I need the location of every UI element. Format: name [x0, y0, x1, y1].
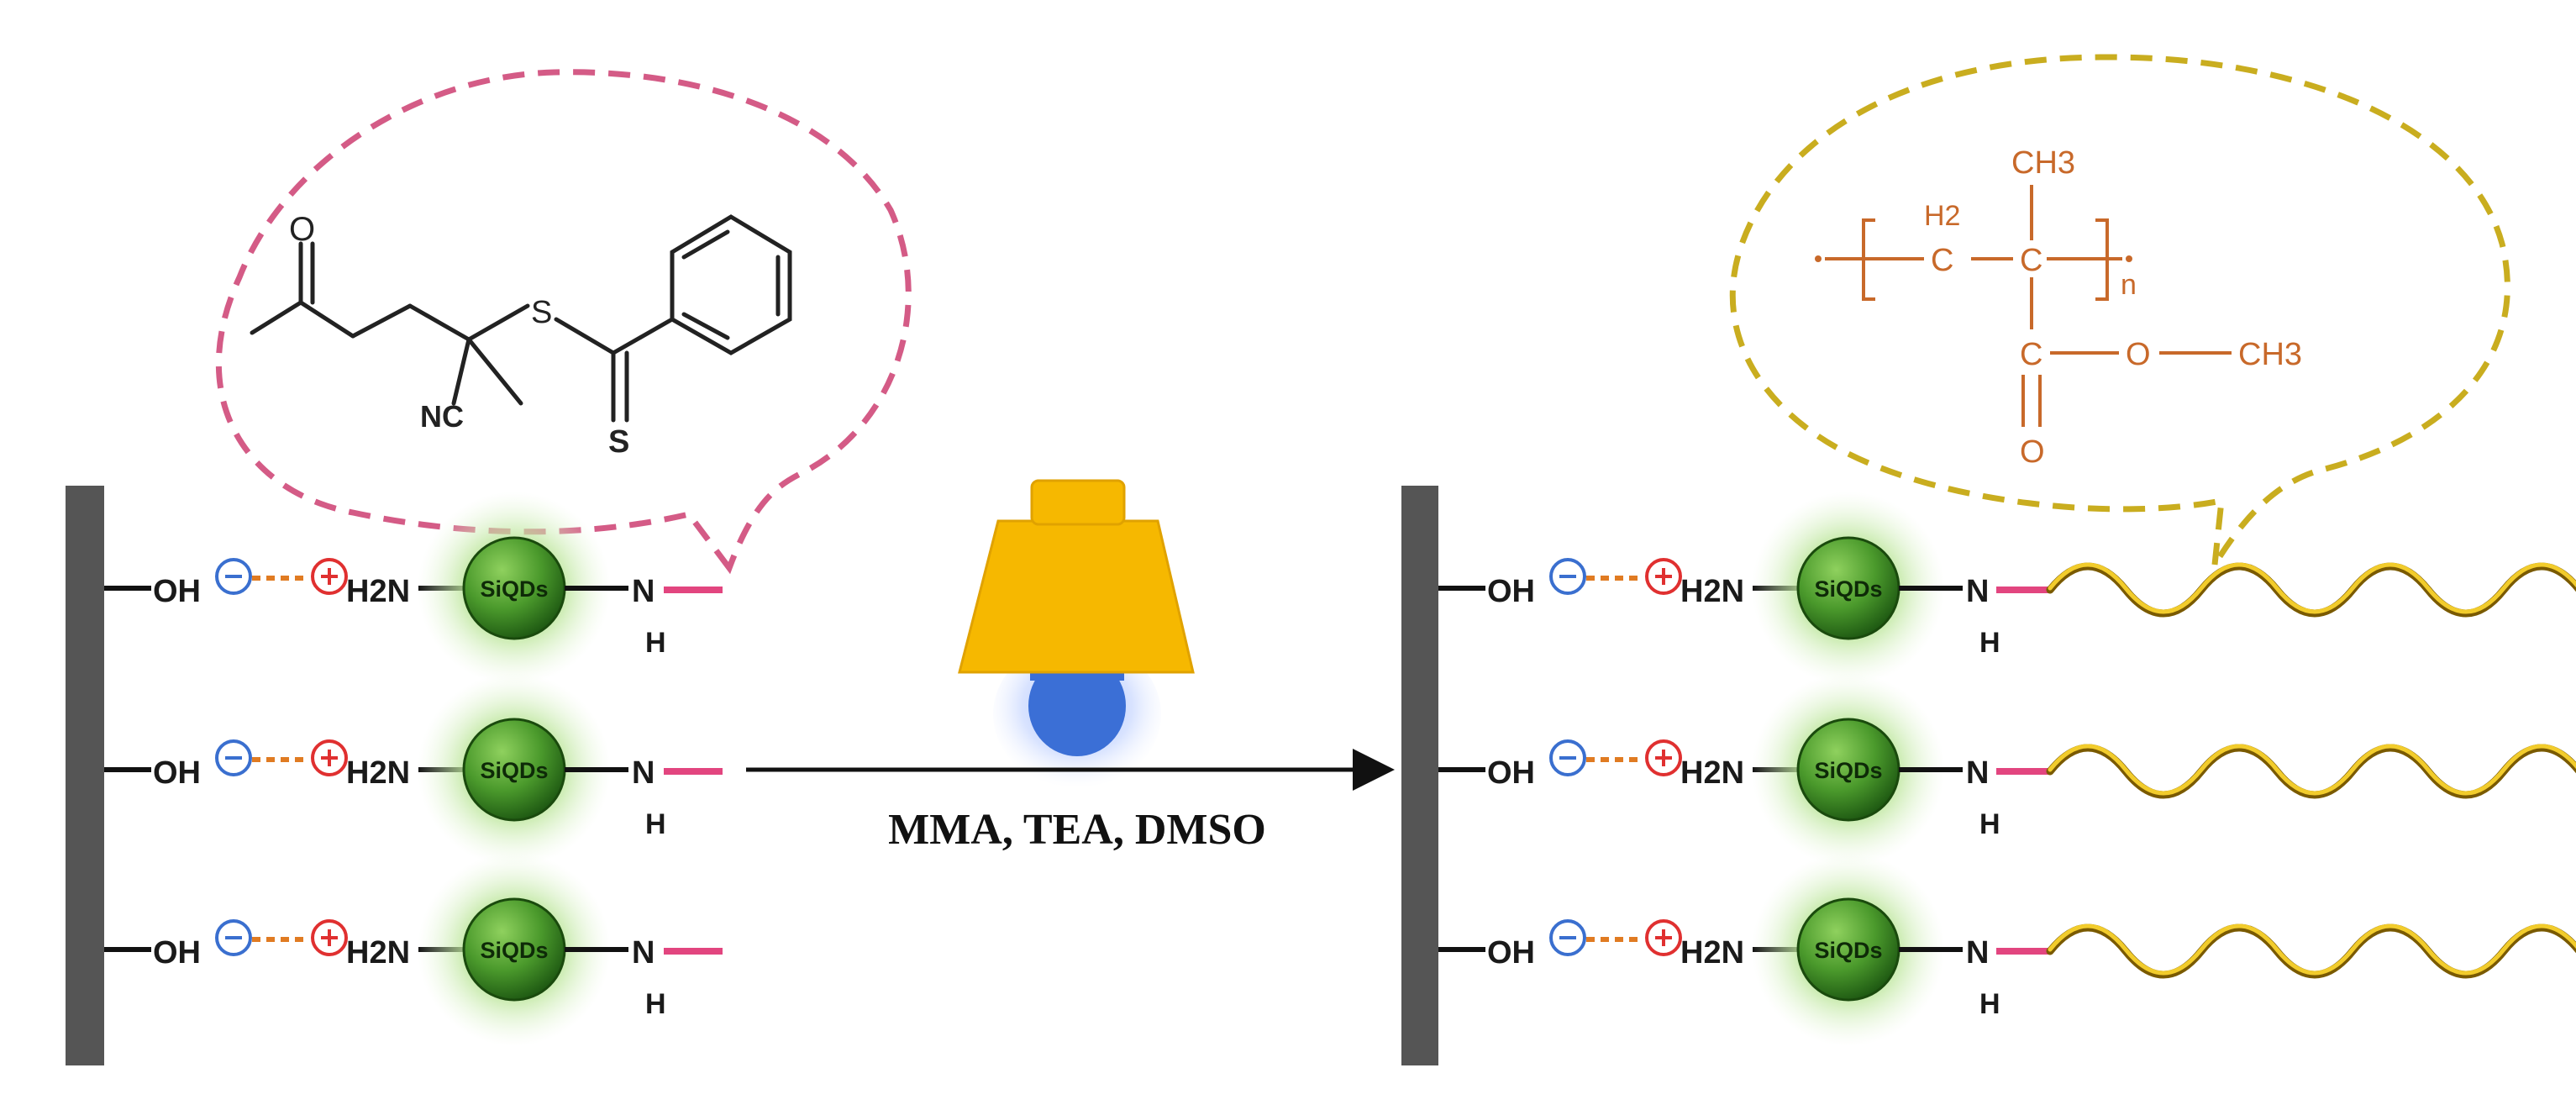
amide-h-label: H — [1979, 627, 2000, 659]
right-chain-row: OH H2N SiQDs N H — [1438, 853, 2576, 1046]
hydroxyl-label: OH — [1487, 755, 1535, 791]
siqd-label: SiQDs — [480, 576, 548, 602]
pmma-c-carbonyl: C — [2020, 337, 2042, 372]
amide-h-label: H — [1979, 988, 2000, 1020]
radical-dot — [1815, 255, 1822, 262]
pmma-n-subscript: n — [2121, 269, 2137, 301]
left-chain-row: OH H2N SiQDs N H — [104, 492, 723, 685]
pmma-h2: H2 — [1924, 200, 1960, 232]
amide-h-label: H — [1979, 808, 2000, 840]
polymer-bubble — [1729, 54, 2510, 566]
positive-charge-icon — [311, 739, 348, 776]
amine-label: H2N — [1680, 755, 1744, 791]
negative-charge-icon — [215, 919, 252, 956]
raft-agent-structure — [250, 214, 792, 423]
siqd-label: SiQDs — [1814, 758, 1882, 783]
positive-charge-icon — [1645, 739, 1682, 776]
amine-label: H2N — [346, 574, 410, 609]
pmma-c-right: C — [2020, 243, 2042, 278]
amide-h-label: H — [645, 808, 666, 840]
amine-label: H2N — [346, 935, 410, 971]
amide-n-label: N — [632, 935, 655, 971]
reaction-conditions: MMA, TEA, DMSO — [888, 806, 1266, 854]
amide-n-label: N — [1966, 935, 1989, 971]
pmma-c-left: C — [1931, 243, 1953, 278]
negative-charge-icon — [215, 558, 252, 595]
left-chain-row: OH H2N SiQDs N H — [104, 673, 723, 866]
right-surface — [1401, 486, 1438, 1065]
right-chain-row: OH H2N SiQDs N H — [1438, 673, 2576, 866]
amide-h-label: H — [645, 988, 666, 1020]
hydroxyl-label: OH — [153, 935, 201, 971]
hydroxyl-label: OH — [1487, 935, 1535, 971]
negative-charge-icon — [215, 739, 252, 776]
left-surface — [66, 486, 104, 1065]
amide-n-label: N — [1966, 755, 1989, 791]
positive-charge-icon — [311, 919, 348, 956]
amide-n-label: N — [632, 574, 655, 609]
hydroxyl-label: OH — [1487, 574, 1535, 609]
siqd-label: SiQDs — [1814, 938, 1882, 963]
siqd-label: SiQDs — [480, 938, 548, 963]
amide-n-label: N — [632, 755, 655, 791]
negative-charge-icon — [1549, 919, 1586, 956]
negative-charge-icon — [1549, 558, 1586, 595]
amide-h-label: H — [645, 627, 666, 659]
raft-nc-label: NC — [420, 399, 464, 434]
siqd-label: SiQDs — [1814, 576, 1882, 602]
raft-s-bottom-label: S — [608, 424, 629, 460]
pmma-o-ester: O — [2126, 337, 2151, 372]
amide-n-label: N — [1966, 574, 1989, 609]
hydroxyl-label: OH — [153, 755, 201, 791]
positive-charge-icon — [311, 558, 348, 595]
positive-charge-icon — [1645, 558, 1682, 595]
lamp-icon — [958, 479, 1195, 788]
amine-label: H2N — [346, 755, 410, 791]
raft-s-label: S — [531, 295, 552, 330]
left-chain-row: OH H2N SiQDs N H — [104, 853, 723, 1046]
raft-o-label: O — [289, 211, 315, 248]
amine-label: H2N — [1680, 574, 1744, 609]
right-chain-row: OH H2N SiQDs N H — [1438, 492, 2576, 685]
siqd-label: SiQDs — [480, 758, 548, 783]
pmma-o-carbonyl: O — [2020, 434, 2045, 470]
positive-charge-icon — [1645, 919, 1682, 956]
negative-charge-icon — [1549, 739, 1586, 776]
pmma-ch3-ester: CH3 — [2238, 337, 2302, 372]
pmma-ch3-top: CH3 — [2011, 145, 2075, 181]
radical-dot — [2126, 255, 2132, 262]
raft-agent-bubble — [216, 69, 912, 575]
pmma-structure — [1825, 185, 2232, 427]
amine-label: H2N — [1680, 935, 1744, 971]
hydroxyl-label: OH — [153, 574, 201, 609]
